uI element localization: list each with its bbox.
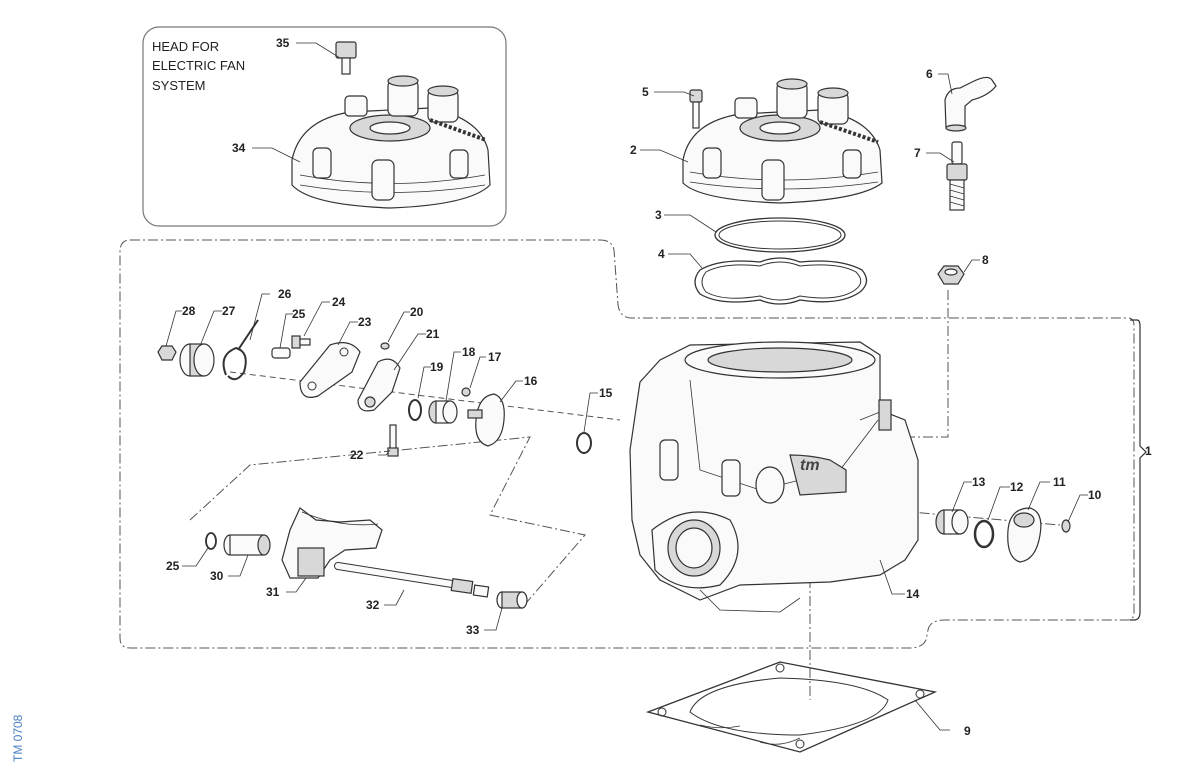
- callout-5: 5: [642, 85, 649, 99]
- callout-30: 30: [210, 569, 224, 583]
- callout-34: 34: [232, 141, 246, 155]
- callout-32: 32: [366, 598, 380, 612]
- callout-20: 20: [410, 305, 424, 319]
- inset-box: HEAD FOR ELECTRIC FAN SYSTEM: [142, 26, 507, 227]
- callout-31: 31: [266, 585, 280, 599]
- callout-25-upper: 25: [292, 307, 306, 321]
- callout-9: 9: [964, 724, 971, 738]
- part-11-cover: [1007, 507, 1042, 563]
- callout-24: 24: [332, 295, 346, 309]
- leader-lines: [165, 42, 1088, 731]
- part-33-bushing: [496, 591, 528, 609]
- callout-11: 11: [1053, 475, 1066, 489]
- callout-13: 13: [972, 475, 986, 489]
- callout-16: 16: [524, 374, 538, 388]
- part-10-screw: [1061, 519, 1071, 533]
- callout-14: 14: [906, 587, 920, 601]
- part-5-head-bolt: [689, 89, 703, 129]
- part-25-pin-upper: [271, 347, 291, 359]
- part-3-o-ring-gasket: [714, 217, 846, 253]
- callout-25-lower: 25: [166, 559, 180, 573]
- part-19-circlip: [408, 399, 422, 421]
- part-35-temperature-sensor: [335, 41, 357, 75]
- part-4-head-gasket: [694, 257, 868, 305]
- part-20-ball: [380, 342, 390, 350]
- callout-26: 26: [278, 287, 292, 301]
- part-22-bolt: [387, 424, 399, 457]
- part-24-screw: [291, 335, 311, 349]
- part-23-lever: [299, 342, 361, 398]
- part-27-pulley: [179, 343, 215, 377]
- part-16-valve-cam: [467, 393, 505, 447]
- inset-title-line-1: HEAD FOR: [152, 39, 219, 54]
- part-32-valve-rod: [334, 562, 490, 598]
- callout-19: 19: [430, 360, 444, 374]
- part-28-nut: [157, 345, 177, 361]
- part-7-spark-plug: [946, 141, 968, 211]
- part-26-spring: [222, 319, 259, 381]
- part-12-circlip: [973, 519, 995, 549]
- tm-brand-mark: tm: [800, 457, 820, 474]
- drawing-code: TM 0708: [11, 714, 25, 762]
- part-14-cylinder-body: tm: [629, 341, 919, 613]
- part-31-valve-slide: [281, 507, 383, 579]
- callout-17: 17: [488, 350, 502, 364]
- part-13-bushing: [935, 509, 969, 535]
- part-34-cylinder-head-fan: [291, 75, 491, 209]
- callout-33: 33: [466, 623, 480, 637]
- callout-12: 12: [1010, 480, 1024, 494]
- callout-2: 2: [630, 143, 637, 157]
- callout-10: 10: [1088, 488, 1102, 502]
- callout-28: 28: [182, 304, 196, 318]
- part-2-cylinder-head: [682, 78, 883, 204]
- callout-7: 7: [914, 146, 921, 160]
- part-17-screw: [461, 387, 471, 397]
- inset-title-line-2: ELECTRIC FAN: [152, 58, 245, 73]
- part-9-base-gasket: [645, 661, 938, 753]
- callout-6: 6: [926, 67, 933, 81]
- callout-15: 15: [599, 386, 613, 400]
- part-30-spacer: [223, 534, 271, 556]
- part-18-bushing: [428, 400, 458, 424]
- part-29-o-ring: [205, 532, 217, 550]
- callout-4: 4: [658, 247, 665, 261]
- callout-27: 27: [222, 304, 236, 318]
- axis-lines: [189, 290, 1061, 700]
- callout-3: 3: [655, 208, 662, 222]
- callout-18: 18: [462, 345, 476, 359]
- callout-23: 23: [358, 315, 372, 329]
- part-8-nut: [937, 265, 965, 285]
- part-15-circlip: [576, 432, 592, 454]
- callout-8: 8: [982, 253, 989, 267]
- part-6-spark-plug-cap: [944, 76, 997, 132]
- inset-title-line-3: SYSTEM: [152, 78, 205, 93]
- callout-21: 21: [426, 327, 440, 341]
- callout-1: 1: [1145, 444, 1152, 458]
- assembly-boundary: [119, 239, 1147, 649]
- part-21-lever-arm: [357, 358, 401, 412]
- callout-labels: 35 34 5 2 3 4 6 7 8 1 10 11 12 13 14 9 1…: [166, 36, 1152, 738]
- callout-35: 35: [276, 36, 290, 50]
- callout-22: 22: [350, 448, 364, 462]
